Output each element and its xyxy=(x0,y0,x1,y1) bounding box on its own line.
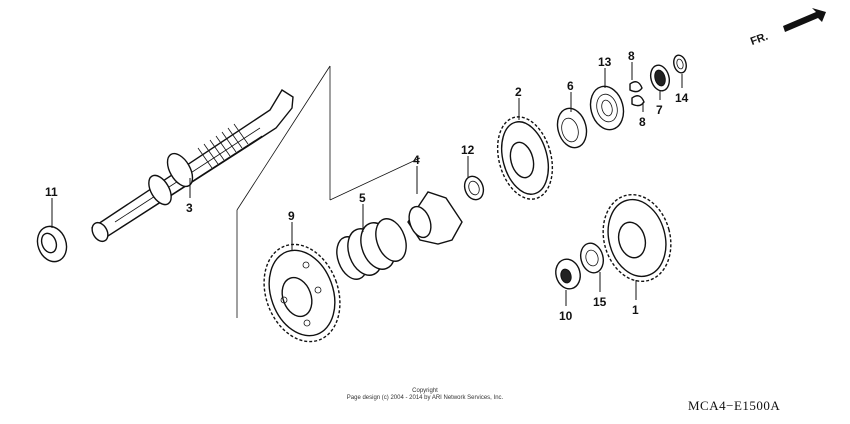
callout-12: 12 xyxy=(461,143,475,157)
callout-8-top: 8 xyxy=(628,49,635,63)
copyright-heading: Copyright xyxy=(412,388,438,394)
callout-7: 7 xyxy=(656,103,663,117)
callout-5: 5 xyxy=(359,191,366,205)
callout-11: 11 xyxy=(45,185,58,199)
circlip-14 xyxy=(673,54,687,74)
callout-1: 1 xyxy=(632,303,639,317)
gear-2 xyxy=(496,116,554,200)
callout-9: 9 xyxy=(288,209,295,223)
main-shaft xyxy=(91,89,294,243)
callout-10: 10 xyxy=(559,309,573,323)
sleeve-4 xyxy=(407,191,463,245)
callout-labels: 11 3 9 5 4 12 2 6 13 8 8 7 14 1 15 10 xyxy=(45,49,689,323)
diagram-code: MCA4−E1500A xyxy=(688,398,781,413)
cotter-8 xyxy=(629,81,645,107)
callout-8-bottom: 8 xyxy=(639,115,646,129)
collar-6 xyxy=(556,107,588,149)
callout-6: 6 xyxy=(567,79,574,93)
callout-3: 3 xyxy=(186,201,193,215)
driven-gear-9 xyxy=(263,243,341,343)
callout-4: 4 xyxy=(413,153,420,167)
front-direction-arrow: FR. xyxy=(749,8,826,48)
washer-12 xyxy=(463,175,485,201)
callout-2: 2 xyxy=(515,85,522,99)
gear-1 xyxy=(602,193,672,283)
bearing-13 xyxy=(589,85,625,131)
shaft-splines xyxy=(197,123,249,169)
lock-nut-11 xyxy=(36,225,68,263)
assembly-frame-lines xyxy=(236,65,421,318)
callout-14: 14 xyxy=(675,91,689,105)
damper-spring-5 xyxy=(336,218,407,280)
oil-seal-7 xyxy=(649,64,671,92)
leader-lines xyxy=(51,62,683,306)
front-direction-label: FR. xyxy=(749,31,770,48)
lock-nut-10 xyxy=(555,258,581,290)
washer-15 xyxy=(579,242,605,274)
callout-13: 13 xyxy=(598,55,612,69)
copyright-notice: Page design (c) 2004 - 2014 by ARI Netwo… xyxy=(346,395,504,401)
callout-15: 15 xyxy=(593,295,607,309)
